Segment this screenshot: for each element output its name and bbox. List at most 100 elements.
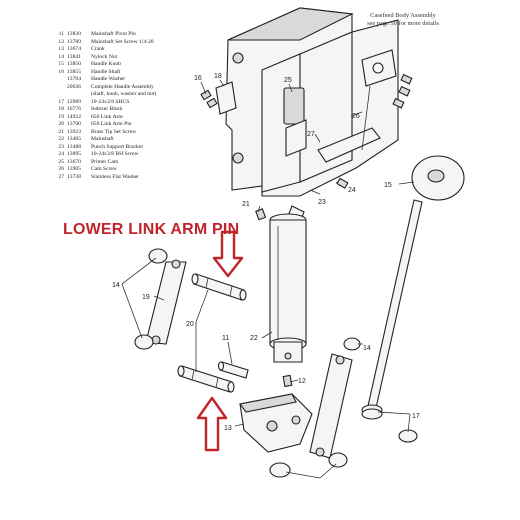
parts-list-desc: Complete Handle Assembly <box>91 83 154 90</box>
parts-list-desc: Handle Shaft <box>91 68 121 75</box>
lower-link-arm-pin-callout: LOWER LINK ARM PIN <box>63 221 240 238</box>
parts-list-pn: 13674 <box>67 46 81 52</box>
indexer-block-18 <box>215 81 237 115</box>
screw-24 <box>336 177 349 189</box>
parts-list-pn: 13855 <box>67 68 81 75</box>
parts-list-pn: 20636 <box>67 83 81 90</box>
parts-list-pn: 13700 <box>67 121 81 127</box>
parts-list-desc: Indexer Block <box>91 106 123 112</box>
parts-list-desc: Cam Screw <box>91 166 117 172</box>
parts-list-desc: Handle Washer <box>91 76 126 82</box>
parts-list-desc: Punch Support Bracket <box>91 143 143 150</box>
parts-list-num: 16 <box>58 68 64 75</box>
parts-list-num: 24 <box>58 151 64 157</box>
label-22: 22 <box>250 335 258 342</box>
parts-list-pn: 13905 <box>67 166 81 172</box>
parts-list-num: 23 <box>58 143 64 150</box>
label-17: 16 <box>194 75 202 82</box>
parts-list-pn: 13704 <box>67 76 81 82</box>
handle-washer-16 <box>361 408 418 443</box>
parts-list-num: 14 <box>58 53 64 60</box>
upper-link-arm-pin-20 <box>191 273 247 301</box>
parts-list-desc: Stainless Flat Washer <box>91 173 139 180</box>
parts-list-pn: 13895 <box>67 151 81 157</box>
parts-list-desc: (shaft, knob, washer and nut) <box>91 91 157 97</box>
casefeed-note: Casefeed Body Assembly see page 50 for m… <box>348 12 458 28</box>
parts-list-row: 13704 Handle Washer <box>52 76 252 84</box>
label-11: 11 <box>222 335 229 342</box>
parts-list-desc: Mainshaft Pivot Pin <box>91 31 136 37</box>
label-18: 18 <box>214 73 222 80</box>
parts-list-pn: 13670 <box>67 158 81 165</box>
parts-list-num: 15 <box>58 61 64 67</box>
parts-list-pn: 13789 <box>67 38 81 45</box>
label-12: 12 <box>298 378 306 385</box>
label-23: 23 <box>318 199 326 206</box>
parts-list-num: 19 <box>58 113 64 120</box>
mainshaft-22 <box>269 213 307 363</box>
handle-knob-15 <box>411 155 465 201</box>
parts-list-desc: Mainshaft <box>91 136 114 142</box>
label-14-left: 14 <box>112 282 120 289</box>
crank-13 <box>239 393 313 453</box>
parts-list-num: 21 <box>58 128 64 135</box>
parts-list-num: 12 <box>58 38 64 45</box>
label-21: 21 <box>242 201 250 208</box>
set-screws-17 <box>200 89 218 109</box>
label-24: 24 <box>348 187 356 194</box>
parts-list-desc: Brass Tip Set Screw <box>91 128 137 135</box>
handle-shaft-16 <box>361 199 423 416</box>
screw-21 <box>255 208 267 221</box>
parts-list-desc: Crank <box>91 46 105 52</box>
parts-list-pn: 13738 <box>67 173 81 180</box>
parts-list-pn: 13850 <box>67 61 81 67</box>
parts-list-num: 25 <box>58 158 64 165</box>
label-14-right: 14 <box>363 345 371 352</box>
parts-list-desc: Mainshaft Set Screw 1/4-20 <box>91 38 154 45</box>
set-screw-12 <box>282 374 293 388</box>
parts-list-desc: Handle Knob <box>91 61 121 67</box>
parts-list-row: 20636 Complete Handle Assembly <box>52 84 252 92</box>
red-arrow-down <box>212 230 244 278</box>
parts-list-num: 27 <box>58 173 64 180</box>
label-16: 17 <box>412 413 420 420</box>
label-20: 20 <box>186 321 194 328</box>
label-26: 26 <box>352 113 360 120</box>
label-25: 25 <box>284 77 292 84</box>
parts-list-num: 20 <box>58 121 64 127</box>
parts-list-num <box>52 76 67 84</box>
casefeed-note-line1: Casefeed Body Assembly <box>370 12 436 19</box>
parts-list-num: 18 <box>58 106 64 112</box>
label-27: 27 <box>307 131 315 138</box>
label-19-left: 19 <box>142 294 150 301</box>
screws-right-of-body <box>392 73 413 109</box>
parts-list-num: 17 <box>58 98 64 105</box>
label-15: 15 <box>384 182 392 189</box>
red-arrow-up <box>196 396 228 452</box>
parts-list-pn: 14922 <box>67 113 81 120</box>
parts-list-desc: 10-24x3/8 SHCS <box>91 98 130 105</box>
parts-list-pn: 13989 <box>67 98 81 105</box>
parts-list-num: 22 <box>58 136 64 142</box>
parts-list-num: 11 <box>58 31 64 37</box>
parts-list-pn: 13485 <box>67 136 81 142</box>
label-13: 13 <box>224 425 232 432</box>
parts-list-pn: 13841 <box>67 53 81 60</box>
parts-list-pn: 13488 <box>67 143 81 150</box>
parts-list-num: 26 <box>58 166 64 172</box>
mainshaft-pivot-pin-11 <box>217 361 249 379</box>
lower-link-arm-pin-20 <box>177 365 235 393</box>
part-number-labels: 16 18 25 26 27 15 24 23 21 14 19 20 11 2… <box>112 73 420 432</box>
